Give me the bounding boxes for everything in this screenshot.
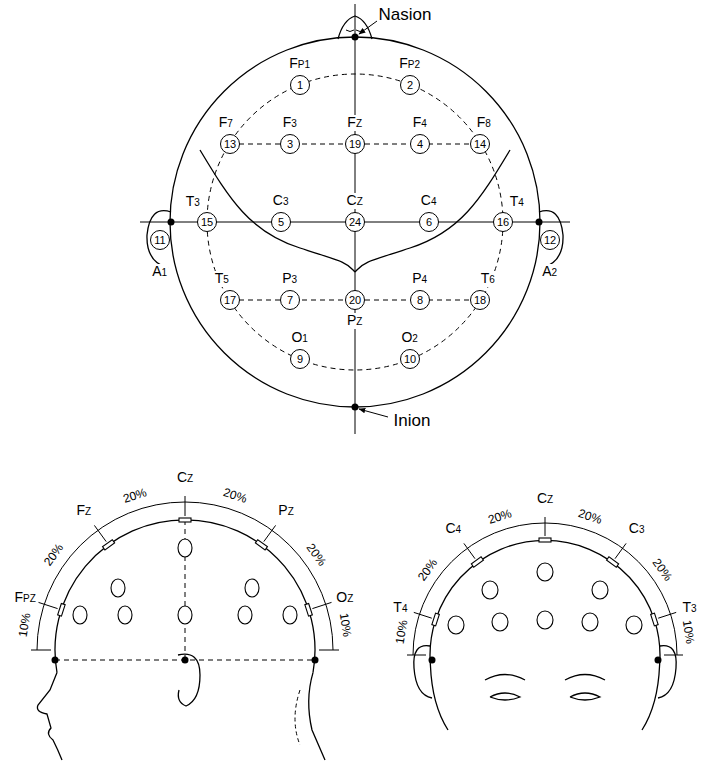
electrode-circle: F713 [220, 134, 240, 154]
electrode-number: 10 [404, 354, 416, 365]
electrode-circle: P48 [410, 290, 430, 310]
electrode-name: A1 [151, 264, 168, 280]
electrode-name: CZ [536, 491, 554, 507]
percent-label: 20% [221, 486, 250, 506]
electrode-number: 15 [201, 217, 213, 228]
electrode-name: FZ [346, 115, 363, 131]
electrode-circle: F814 [470, 134, 490, 154]
electrode-number: 4 [417, 139, 423, 150]
electrode-name: T3 [185, 194, 201, 210]
electrode-number: 7 [287, 295, 293, 306]
electrode-name: CZ [346, 193, 364, 209]
electrode-circle: A111 [150, 230, 170, 250]
electrode-number: 3 [287, 139, 293, 150]
electrode-number: 6 [426, 217, 432, 228]
electrode-circle: A212 [540, 230, 560, 250]
electrode-name: F7 [218, 115, 234, 131]
electrode-name: FPZ [14, 590, 37, 606]
electrode-number: 1 [297, 80, 303, 91]
electrode-circle: C46 [419, 212, 439, 232]
electrode-circle: T618 [470, 290, 490, 310]
electrode-number: 24 [349, 217, 361, 228]
percent-label: 10% [337, 611, 354, 639]
electrode-number: 8 [417, 295, 423, 306]
electrode-circle: PZ20 [345, 290, 365, 310]
electrode-number: 9 [297, 354, 303, 365]
electrode-name: PZ [277, 503, 294, 519]
electrode-circle: P37 [280, 290, 300, 310]
electrode-name: FZ [76, 503, 93, 519]
electrode-circle: FZ19 [345, 134, 365, 154]
electrode-name: CZ [176, 470, 194, 486]
percent-label: 20% [415, 555, 441, 584]
percent-label: 20% [303, 540, 329, 569]
electrode-number: 11 [154, 235, 165, 246]
percent-label: 10% [393, 618, 410, 646]
electrode-name: C4 [420, 193, 438, 209]
electrode-number: 16 [497, 217, 509, 228]
electrode-name: C3 [628, 521, 646, 537]
electrode-number: 14 [474, 139, 486, 150]
landmark-label: Inion [393, 411, 432, 430]
electrode-name: OZ [335, 590, 354, 606]
electrode-circle: O210 [400, 349, 420, 369]
electrode-name: F4 [412, 115, 428, 131]
electrode-number: 17 [224, 295, 236, 306]
percent-label: 20% [649, 555, 675, 584]
electrode-circle: F33 [280, 134, 300, 154]
percent-label: 20% [575, 507, 604, 527]
electrode-name: T4 [509, 194, 525, 210]
electrode-name: F8 [476, 115, 492, 131]
electrode-name: O2 [400, 330, 418, 346]
electrode-name: O1 [290, 330, 308, 346]
electrode-name: P4 [411, 271, 428, 287]
electrode-name: A2 [541, 264, 558, 280]
percent-label: 10% [17, 611, 34, 639]
percent-label: 20% [121, 486, 150, 506]
electrode-number: 5 [278, 217, 284, 228]
percent-label: 20% [486, 507, 515, 527]
electrode-name: T3 [682, 600, 698, 616]
electrode-name: P3 [281, 271, 298, 287]
electrode-circle: T315 [197, 212, 217, 232]
electrode-circle: CZ24 [345, 212, 365, 232]
electrode-name: FP1 [288, 56, 311, 72]
electrode-name: FP2 [398, 56, 421, 72]
electrode-circle: F44 [410, 134, 430, 154]
electrode-number: 13 [224, 139, 236, 150]
electrode-circle: FP11 [290, 75, 310, 95]
electrode-circle: O19 [290, 349, 310, 369]
electrode-number: 12 [544, 235, 556, 246]
percent-label: 20% [41, 540, 67, 569]
electrode-name: C3 [272, 193, 290, 209]
percent-label: 10% [680, 618, 697, 646]
electrode-name: T4 [392, 600, 408, 616]
electrode-number: 19 [349, 139, 361, 150]
electrode-circle: FP22 [400, 75, 420, 95]
electrode-circle: T517 [220, 290, 240, 310]
electrode-name: PZ [346, 313, 363, 329]
electrode-number: 20 [349, 295, 361, 306]
electrode-name: T6 [480, 271, 496, 287]
electrode-name: F3 [282, 115, 298, 131]
electrode-name: T5 [214, 271, 230, 287]
electrode-number: 2 [407, 80, 413, 91]
electrode-circle: C35 [271, 212, 291, 232]
electrode-name: C4 [444, 521, 462, 537]
electrode-circle: T416 [493, 212, 513, 232]
landmark-label: Nasion [378, 5, 433, 24]
electrode-number: 18 [474, 295, 486, 306]
